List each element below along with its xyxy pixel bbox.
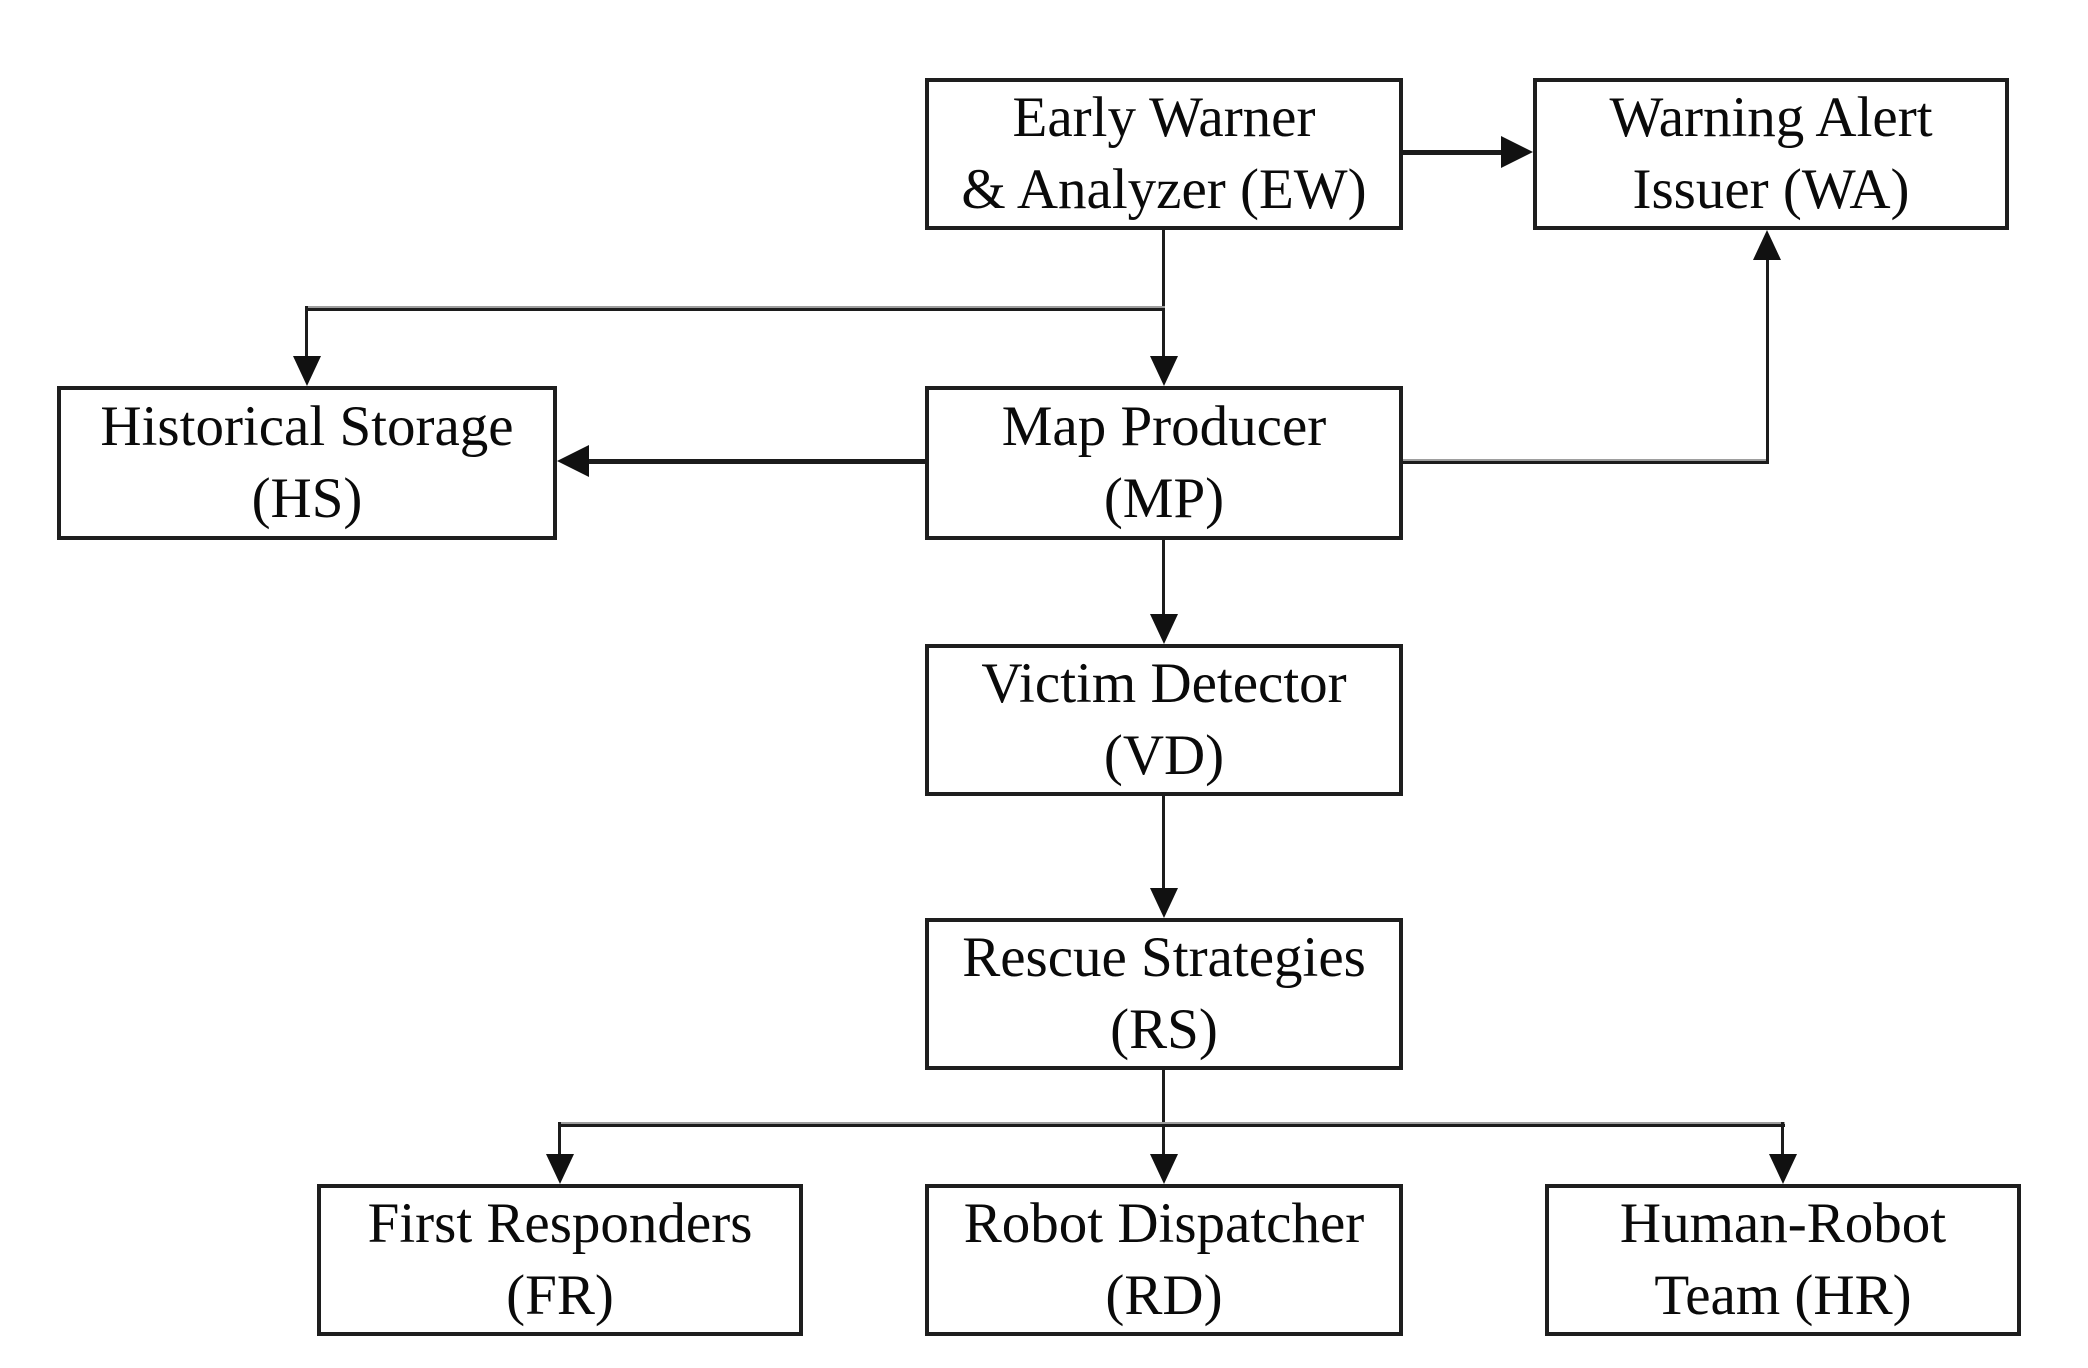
edge-rs-rd-arrowhead [1150,1154,1178,1184]
edge-mp-hs-arrowhead [557,445,589,477]
node-robot-dispatcher: Robot Dispatcher (RD) [925,1184,1403,1336]
node-early-warner-analyzer-line1: Early Warner [1012,86,1316,150]
node-first-responders-line2: (FR) [506,1264,614,1327]
edge-ew-hs-arrowhead [293,356,321,386]
edge-mp-wa-horizontal-segment [1403,459,1769,464]
edge-rs-fr-arrowhead [546,1154,574,1184]
node-warning-alert-issuer-line2: Issuer (WA) [1632,158,1910,221]
edge-mp-wa-vertical-segment [1766,260,1769,464]
node-map-producer-line1: Map Producer [1001,395,1327,459]
node-historical-storage-line1: Historical Storage [100,395,514,459]
edge-rs-branch-rail-segment [558,1122,1785,1127]
edge-ew-mp-arrowhead [1150,356,1178,386]
node-map-producer: Map Producer (MP) [925,386,1403,540]
node-warning-alert-issuer: Warning Alert Issuer (WA) [1533,78,2009,230]
node-victim-detector-line2: (VD) [1103,724,1225,787]
node-robot-dispatcher-line1: Robot Dispatcher [963,1192,1365,1256]
node-historical-storage-line2: (HS) [251,467,363,530]
node-first-responders-line1: First Responders [367,1192,753,1256]
node-early-warner-analyzer: Early Warner & Analyzer (EW) [925,78,1403,230]
edge-rs-hr-arrowhead [1769,1154,1797,1184]
edge-rs-fr-segment [558,1122,561,1154]
node-rescue-strategies: Rescue Strategies (RS) [925,918,1403,1070]
edge-mp-hs-segment [589,459,925,464]
node-human-robot-team: Human-Robot Team (HR) [1545,1184,2021,1336]
edge-ew-mp-segment [1162,230,1165,356]
node-warning-alert-issuer-line1: Warning Alert [1609,86,1933,150]
edge-mp-vd-arrowhead [1150,614,1178,644]
node-robot-dispatcher-line2: (RD) [1105,1264,1223,1327]
node-rescue-strategies-line2: (RS) [1110,998,1218,1061]
node-rescue-strategies-line1: Rescue Strategies [962,926,1366,990]
edge-rs-hr-segment [1781,1122,1784,1154]
node-historical-storage: Historical Storage (HS) [57,386,557,540]
edge-ew-hs-vertical-segment [305,306,308,356]
edge-mp-wa-arrowhead [1753,230,1781,260]
edge-vd-rs-segment [1162,796,1165,888]
node-human-robot-team-line2: Team (HR) [1654,1264,1912,1327]
edge-ew-hs-horizontal-segment [305,306,1165,311]
node-victim-detector: Victim Detector (VD) [925,644,1403,796]
edge-mp-vd-segment [1162,540,1165,614]
node-first-responders: First Responders (FR) [317,1184,803,1336]
edge-ew-wa-arrowhead [1501,136,1533,168]
node-victim-detector-line1: Victim Detector [981,652,1347,716]
edge-rs-rd-segment [1162,1070,1165,1154]
node-human-robot-team-line1: Human-Robot [1619,1192,1947,1256]
node-map-producer-line2: (MP) [1103,467,1225,530]
node-early-warner-analyzer-line2: & Analyzer (EW) [961,158,1367,221]
edge-vd-rs-arrowhead [1150,888,1178,918]
edge-ew-wa-segment [1403,150,1503,155]
